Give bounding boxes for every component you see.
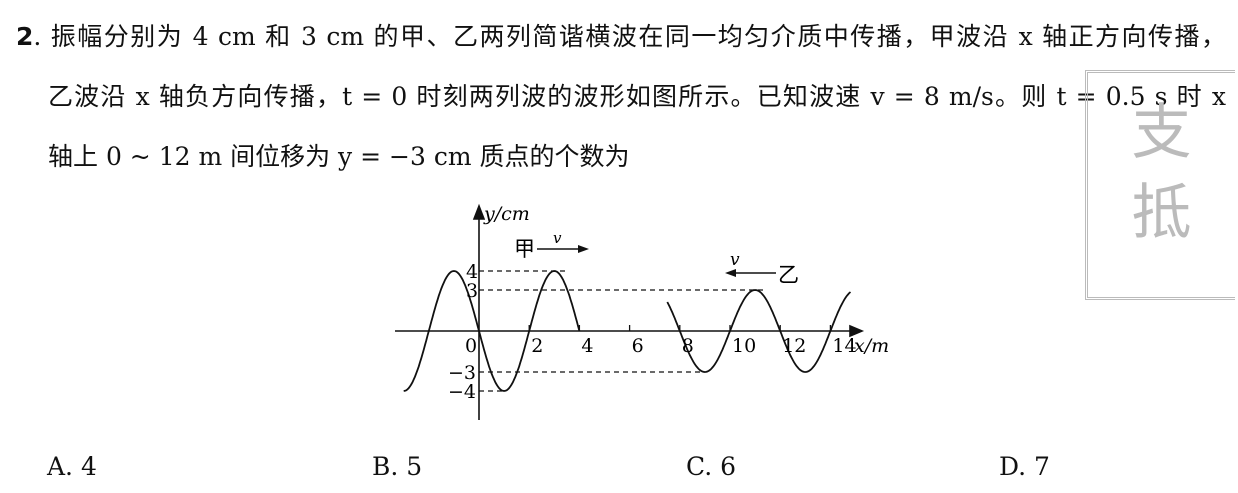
x-tick-label: 12: [782, 335, 806, 357]
y-tick-label: 3: [466, 280, 478, 302]
question-line-3: 轴上 0 ~ 12 m 间位移为 y = −3 cm 质点的个数为: [48, 142, 630, 171]
stamp-char: 支: [1131, 98, 1192, 168]
question-number: 2: [16, 22, 34, 51]
x-tick-label: 6: [632, 335, 644, 357]
option-b[interactable]: B. 5: [372, 452, 423, 481]
option-d[interactable]: D. 7: [999, 452, 1050, 481]
x-axis-arrow: [849, 324, 865, 338]
option-c[interactable]: C. 6: [686, 452, 737, 481]
question-text-1: . 振幅分别为 4 cm 和 3 cm 的甲、乙两列简谐横波在同一均匀介质中传播…: [33, 22, 1226, 51]
x-axis-label: x/m: [854, 335, 889, 357]
y-axis-label: y/cm: [483, 203, 530, 225]
x-tick-label: 14: [832, 335, 856, 357]
question-line-2: 乙波沿 x 轴负方向传播，t = 0 时刻两列波的波形如图所示。已知波速 v =…: [48, 82, 1226, 111]
wave-a-curve: [403, 270, 581, 392]
wave-b-label: 乙: [778, 263, 799, 287]
question-line-1: 2. 振幅分别为 4 cm 和 3 cm 的甲、乙两列简谐横波在同一均匀介质中传…: [16, 22, 1226, 52]
stamp-char: 抵: [1131, 178, 1192, 248]
wave-a-velocity-label: v: [553, 229, 562, 247]
y-axis-arrow: [472, 203, 486, 220]
wave-a-label: 甲: [514, 237, 535, 261]
wave-a-arrowhead: [578, 245, 589, 253]
x-tick-label: 2: [531, 335, 543, 357]
wave-b-velocity-label: v: [730, 250, 740, 270]
x-tick-label: 8: [682, 335, 694, 357]
x-tick-label: 10: [732, 335, 756, 357]
x-tick-label: 4: [581, 335, 593, 357]
stamp: 支抵: [1085, 70, 1235, 300]
wave-b-curve: [666, 289, 852, 373]
y-tick-label: −4: [448, 381, 476, 403]
origin-label: 0: [465, 335, 477, 357]
y-tick-label: −3: [448, 362, 476, 384]
y-tick-label: 4: [466, 261, 478, 283]
wave-b-arrowhead: [725, 269, 736, 277]
option-a[interactable]: A. 4: [47, 452, 97, 481]
